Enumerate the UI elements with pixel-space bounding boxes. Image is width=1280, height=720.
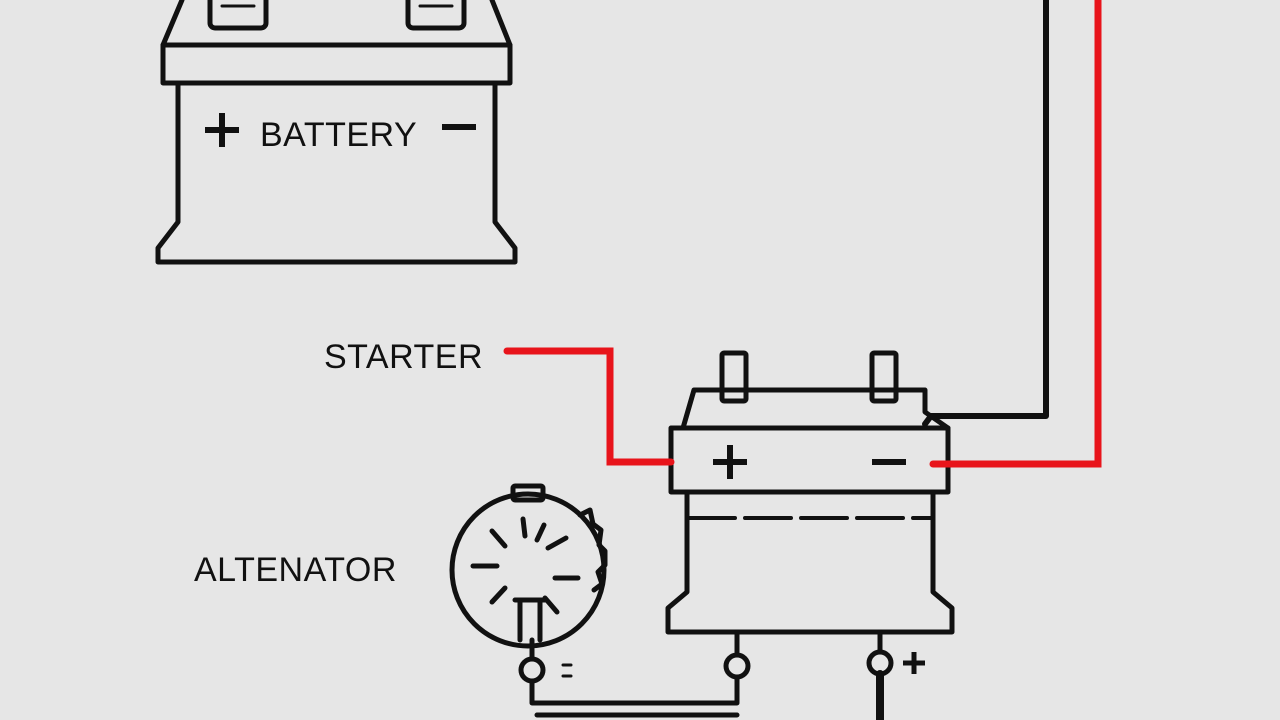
top-battery-lid [160,42,513,86]
battery-label: BATTERY [260,116,418,154]
top-battery-terminal-left [207,0,269,31]
starter-label: STARTER [324,338,484,376]
main-battery-body [665,489,955,635]
wire-positive-top [929,0,1102,468]
bottom-terminal-left [723,652,751,680]
wire-starter [503,347,675,466]
alternator-output-post [512,597,548,643]
main-battery [665,350,955,635]
bottom-terminal-plus-icon [903,652,925,674]
alternator-housing [449,491,607,649]
main-battery-plus-icon [713,445,747,479]
alternator [449,483,608,684]
top-battery-terminal-right [405,0,467,31]
top-battery-body [155,80,518,265]
bottom-terminals [723,629,925,680]
wire-alternator-link [529,674,740,718]
main-battery-terminal-right [869,350,899,404]
top-battery [155,0,518,265]
alternator-label: ALTENATOR [194,551,397,589]
main-battery-lid [668,425,951,495]
alternator-terminal [518,656,546,684]
top-battery-shoulder [160,0,513,48]
main-battery-terminal-left [719,350,749,404]
alternator-ground-icon [561,663,573,678]
main-battery-shoulder [680,387,951,431]
top-battery-plus-icon [205,113,239,147]
wire-negative-top [922,0,1049,427]
